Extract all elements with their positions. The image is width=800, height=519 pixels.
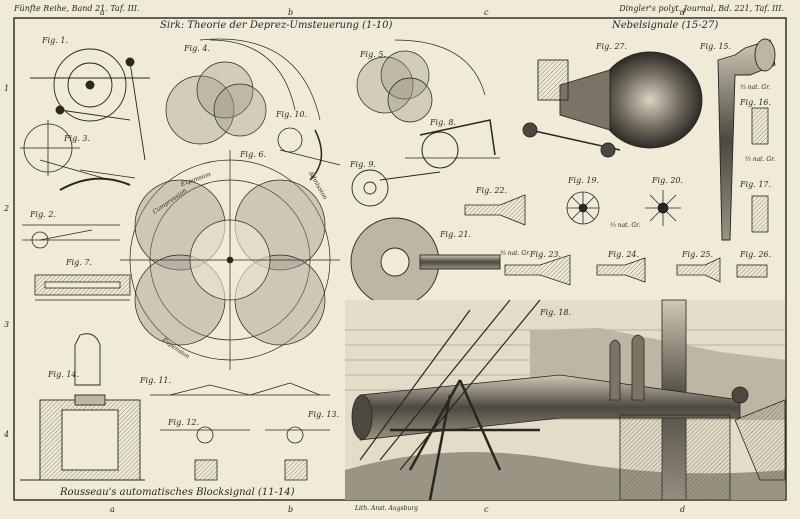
fig-24-label: Fig. 24. <box>608 250 640 259</box>
margin-side-4: 4 <box>4 430 10 439</box>
fig-26-label: Fig. 26. <box>740 250 772 259</box>
fig-20-label: Fig. 20. <box>652 176 684 185</box>
fig-13-label: Fig. 13. <box>308 410 340 419</box>
scale-note-1: ⅓ nat. Gr. <box>740 84 771 91</box>
fig8-drawing <box>405 119 500 169</box>
margin-bottom-d: d <box>680 505 686 514</box>
fig12-drawing <box>160 426 250 481</box>
fig-21-label: Fig. 21. <box>440 230 472 239</box>
margin-side-3: 3 <box>4 320 10 329</box>
fig-22-label: Fig. 22. <box>476 186 508 195</box>
fig-2-label: Fig. 2. <box>30 210 56 219</box>
title-right: Nebelsignale (15-27) <box>612 20 719 31</box>
fig-17-label: Fig. 17. <box>740 180 772 189</box>
header-left: Fünfte Reihe, Band 21. Taf. III. <box>14 4 140 13</box>
margin-bottom-a: a <box>110 505 115 514</box>
fig-16-label: Fig. 16. <box>740 98 772 107</box>
fig4-drawing <box>165 38 321 145</box>
fig19-drawing <box>566 191 600 225</box>
fig21-drawing <box>350 217 501 307</box>
margin-top-b: b <box>288 8 294 17</box>
margin-top-d: d <box>680 8 686 17</box>
title-center: Sirk: Theorie der Deprez-Umsteuerung (1-… <box>160 20 393 31</box>
scale-note-3: ⅓ nat. Gr. <box>610 222 641 229</box>
fig15-drawing <box>717 38 776 241</box>
fig3-drawing <box>20 120 136 191</box>
fig16-drawing <box>751 107 769 145</box>
fig17-drawing <box>751 195 769 233</box>
fig-3-label: Fig. 3. <box>64 134 90 143</box>
fig-11-label: Fig. 11. <box>140 376 172 385</box>
fig10-drawing <box>277 127 341 181</box>
fig27-drawing <box>522 51 703 158</box>
scale-note-2: ⅓ nat. Gr. <box>745 156 776 163</box>
fig1-drawing <box>30 48 150 161</box>
margin-side-2: 2 <box>4 204 10 213</box>
fig-25-label: Fig. 25. <box>682 250 714 259</box>
header-right: Dingler's polyt. Journal, Bd. 221, Taf. … <box>619 4 784 13</box>
fig-7-label: Fig. 7. <box>66 258 92 267</box>
fig-6-label: Fig. 6. <box>240 150 266 159</box>
fig-5-label: Fig. 5. <box>360 50 386 59</box>
margin-bottom-b: b <box>288 505 294 514</box>
fig-10-label: Fig. 10. <box>276 110 308 119</box>
fig14-drawing <box>20 333 145 481</box>
fig7-drawing <box>34 274 131 301</box>
fig2-drawing <box>22 224 120 249</box>
fig-9-label: Fig. 9. <box>350 160 376 169</box>
fig-15-label: Fig. 15. <box>700 42 732 51</box>
fig-18-label: Fig. 18. <box>540 308 572 317</box>
fig13-drawing <box>265 426 330 481</box>
fig11-drawing <box>150 382 330 396</box>
fig9-drawing <box>351 169 441 207</box>
fig-27-label: Fig. 27. <box>596 42 628 51</box>
fig20-drawing <box>645 190 681 226</box>
nozzle-drawings <box>464 194 768 286</box>
fig-23-label: Fig. 23. <box>530 250 562 259</box>
fig5-drawing <box>356 39 486 123</box>
fig6-drawing <box>120 150 340 370</box>
margin-top-a: a <box>100 8 105 17</box>
margin-bottom-c: c <box>484 505 489 514</box>
scale-note-4: ⅓ nat. Gr. <box>500 250 531 257</box>
fig-12-label: Fig. 12. <box>168 418 200 427</box>
fig-19-label: Fig. 19. <box>568 176 600 185</box>
margin-top-c: c <box>484 8 489 17</box>
fig-8-label: Fig. 8. <box>430 118 456 127</box>
title-bottom: Rousseau's automatisches Blocksignal (11… <box>60 487 295 498</box>
margin-side-1: 1 <box>4 84 10 93</box>
fig-4-label: Fig. 4. <box>184 44 210 53</box>
lithographer: Lith. Anst. Augsburg <box>355 505 419 512</box>
fig18-scene <box>345 299 786 501</box>
fig-14-label: Fig. 14. <box>48 370 80 379</box>
fig-1-label: Fig. 1. <box>42 36 68 45</box>
